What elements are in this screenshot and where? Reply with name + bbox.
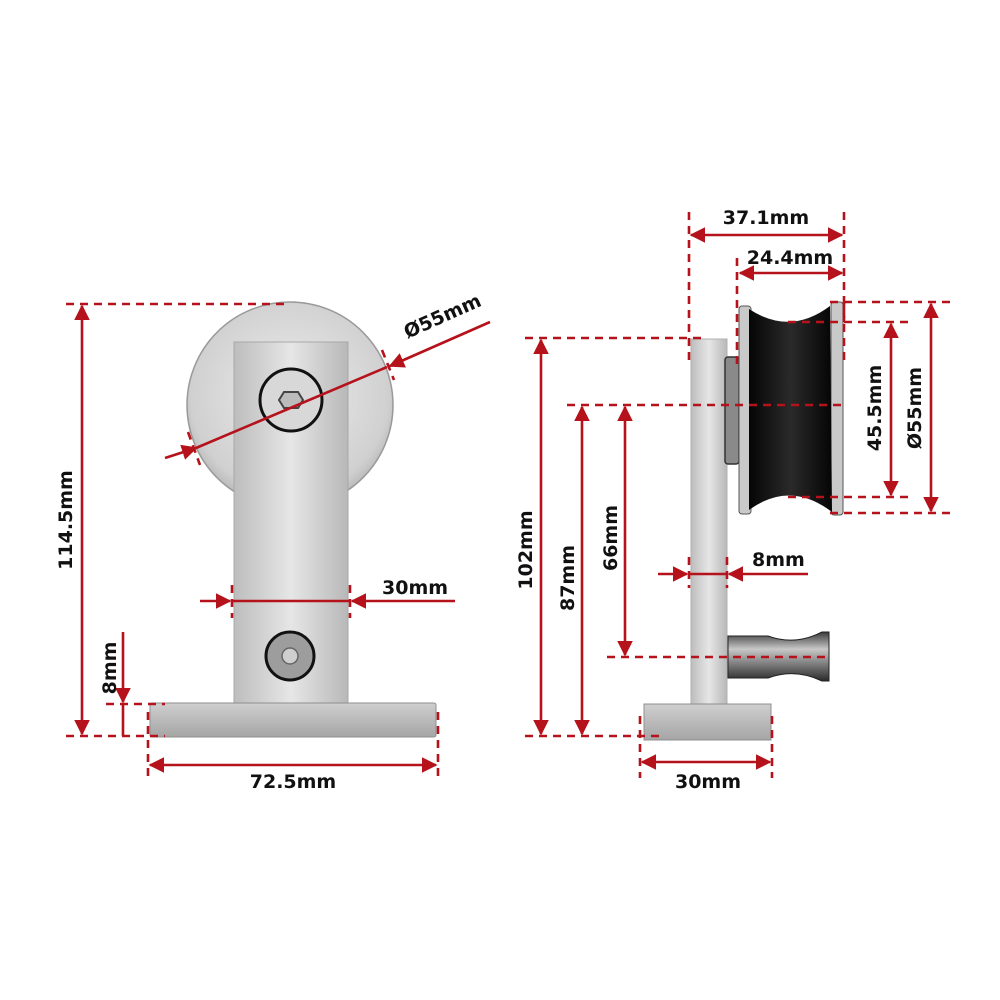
side-axle-to-pin-label: 66mm xyxy=(600,505,622,571)
axle-bolt-icon xyxy=(258,367,324,433)
side-wheel-width-label: 24.4mm xyxy=(747,247,833,269)
front-wheel-diameter-label: Ø55mm xyxy=(401,290,485,344)
front-overall-height-label: 114.5mm xyxy=(55,470,77,570)
wheel-flange-outer xyxy=(830,301,844,516)
front-bracket-width-label: 30mm xyxy=(382,577,448,599)
grooved-wheel xyxy=(749,306,832,512)
side-base-plate xyxy=(643,703,772,741)
front-view: 114.5mm Ø55mm 30mm 8mm 72.5mm xyxy=(55,290,491,793)
mounting-bolt-icon xyxy=(264,630,316,682)
front-base-thickness-label: 8mm xyxy=(99,642,121,695)
base-plate xyxy=(149,702,437,738)
side-view: 37.1mm 24.4mm 45.5mm Ø55mm 102mm 87mm 66… xyxy=(515,207,950,793)
front-base-length-label: 72.5mm xyxy=(250,771,336,793)
side-axle-height-label: 87mm xyxy=(557,545,579,611)
side-bracket-height-label: 102mm xyxy=(515,510,537,589)
side-plate-thickness-label: 8mm xyxy=(752,549,805,571)
side-bracket-plate xyxy=(690,338,728,707)
side-base-width-label: 30mm xyxy=(675,771,741,793)
wheel-hub xyxy=(724,356,740,465)
side-groove-diameter-label: 45.5mm xyxy=(864,365,886,451)
side-overall-width-label: 37.1mm xyxy=(723,207,809,229)
side-wheel-diameter-label: Ø55mm xyxy=(904,367,926,449)
